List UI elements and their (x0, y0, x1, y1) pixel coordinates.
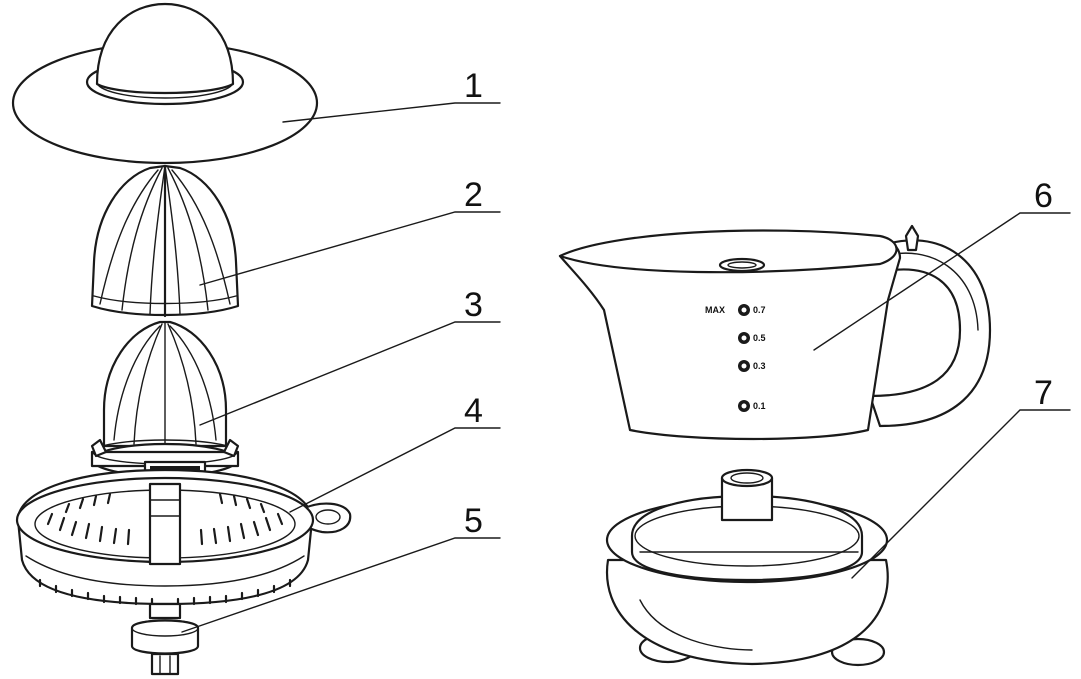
jug-level-0: 0.7 (753, 305, 766, 315)
callout-7: 7 (1034, 374, 1053, 412)
jug-level-2: 0.3 (753, 361, 766, 371)
jug-level-markings: MAX 0.7 0.5 0.3 0.1 (705, 304, 766, 412)
part-1-dust-cover (11, 2, 319, 165)
callout-2: 2 (464, 176, 483, 214)
callout-numbers: 1 2 3 4 5 6 7 (464, 67, 1053, 540)
part-2-large-cone (90, 164, 240, 318)
part-3-small-cone (90, 320, 240, 484)
part-6-juice-jug: MAX 0.7 0.5 0.3 0.1 (558, 224, 992, 441)
jug-max-label: MAX (705, 305, 725, 315)
part-4-strainer-bowl (15, 468, 352, 607)
part-5-drive-coupling (130, 602, 200, 676)
callout-3: 3 (464, 286, 483, 324)
callout-4: 4 (464, 392, 483, 430)
callout-leader-lines (181, 102, 1071, 633)
strainer-slots (46, 492, 284, 546)
jug-level-1: 0.5 (753, 333, 766, 343)
callout-6: 6 (1034, 177, 1053, 215)
jug-level-3: 0.1 (753, 401, 766, 411)
callout-1: 1 (464, 67, 483, 105)
callout-5: 5 (464, 502, 483, 540)
part-7-motor-base (605, 468, 889, 667)
